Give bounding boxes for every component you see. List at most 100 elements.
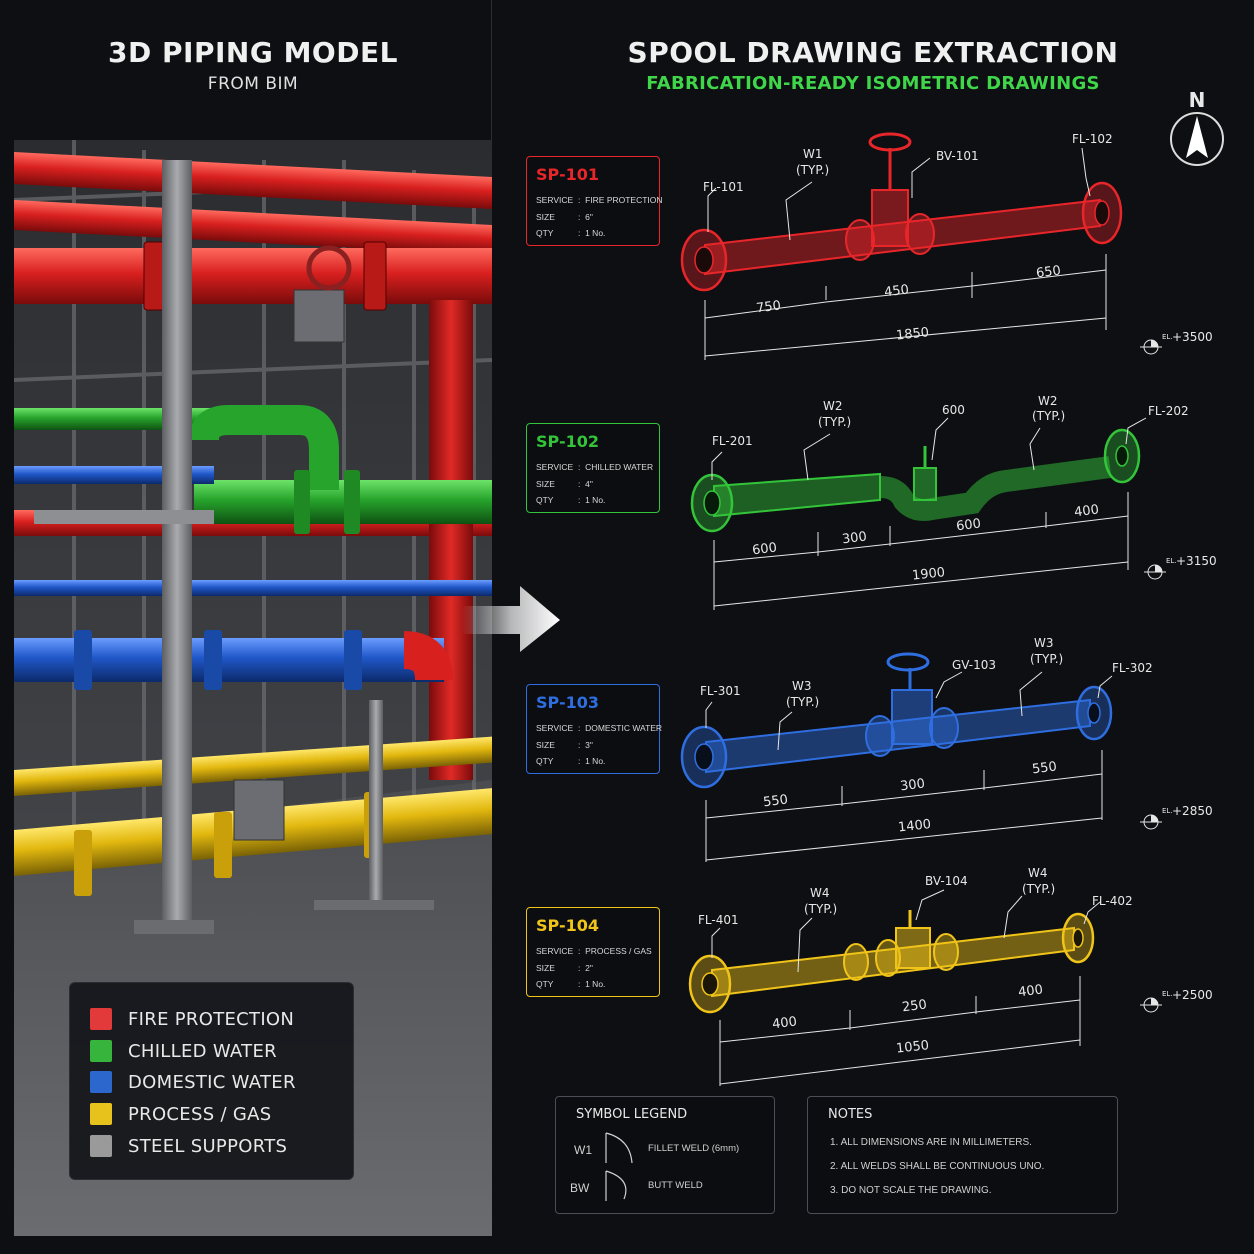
- field-label: SERVICE: [536, 946, 574, 956]
- spool-card-sp-104: SP-104 SERVICE: PROCESS / GAS SIZE: 2" Q…: [526, 907, 660, 997]
- right-header: SPOOL DRAWING EXTRACTION FABRICATION-REA…: [492, 0, 1254, 120]
- elevation-prefix: EL.: [1166, 557, 1177, 565]
- legend-swatch: [90, 1135, 112, 1157]
- label-flange-start: FL-101: [703, 180, 744, 194]
- spool-service: SERVICE: CHILLED WATER: [536, 462, 654, 472]
- symbol-code: BW: [570, 1181, 590, 1195]
- dim-total: 1900: [911, 565, 945, 583]
- compass-label: N: [1188, 88, 1206, 112]
- symbol-desc: BUTT WELD: [648, 1180, 703, 1191]
- spool-service: SERVICE: PROCESS / GAS: [536, 946, 652, 956]
- label-valve: 600: [942, 403, 965, 417]
- label-weld-note: (TYP.): [796, 163, 829, 177]
- label-weld: W3: [1034, 636, 1054, 650]
- spool-size: SIZE: 2": [536, 963, 593, 973]
- label-weld-note: (TYP.): [1032, 409, 1065, 423]
- spool-id: SP-101: [536, 165, 600, 184]
- left-title: 3D PIPING MODEL: [108, 36, 398, 69]
- spool-drawing-sp-101: [680, 132, 1123, 360]
- field-value: FIRE PROTECTION: [585, 195, 663, 205]
- spool-id: SP-103: [536, 693, 600, 712]
- field-value: CHILLED WATER: [585, 462, 654, 472]
- field-label: QTY: [536, 979, 554, 989]
- label-valve: GV-103: [952, 658, 996, 672]
- spool-drawing-sp-102: [690, 417, 1147, 610]
- label-valve: BV-104: [925, 874, 968, 888]
- field-value: PROCESS / GAS: [585, 946, 652, 956]
- spool-size: SIZE: 6": [536, 212, 593, 222]
- label-weld-note: (TYP.): [786, 695, 819, 709]
- dim-segment: 600: [751, 540, 777, 558]
- field-value: 3": [585, 740, 593, 750]
- label-flange-end: FL-102: [1072, 132, 1113, 146]
- label-weld: W3: [792, 679, 812, 693]
- label-weld-note: (TYP.): [804, 902, 837, 916]
- label-weld: W1: [803, 147, 823, 161]
- right-title: SPOOL DRAWING EXTRACTION: [627, 36, 1119, 69]
- symbol-code: W1: [574, 1143, 592, 1157]
- field-label: QTY: [536, 756, 554, 766]
- dim-segment: 400: [1017, 982, 1043, 1000]
- dim-segment: 300: [841, 529, 867, 547]
- spool-drawing-sp-103: [680, 652, 1113, 862]
- legend-swatch: [90, 1040, 112, 1062]
- label-weld: W2: [1038, 394, 1058, 408]
- field-value: 6": [585, 212, 593, 222]
- spool-service: SERVICE: DOMESTIC WATER: [536, 723, 663, 733]
- right-subtitle: FABRICATION-READY ISOMETRIC DRAWINGS: [646, 73, 1100, 94]
- symbol-legend-box: SYMBOL LEGEND W1 FILLET WELD (6mm) BW BU…: [555, 1096, 775, 1214]
- spool-id: SP-104: [536, 916, 600, 935]
- dim-segment: 300: [899, 776, 925, 794]
- elevation-value: +3150: [1176, 554, 1217, 568]
- elevation-prefix: EL.: [1162, 990, 1173, 998]
- service-color-legend: FIRE PROTECTION CHILLED WATER DOMESTIC W…: [69, 982, 354, 1180]
- label-weld-note: (TYP.): [818, 415, 851, 429]
- dim-segment: 650: [1035, 263, 1061, 281]
- notes-box: NOTES 1. ALL DIMENSIONS ARE IN MILLIMETE…: [807, 1096, 1118, 1214]
- field-label: SIZE: [536, 479, 555, 489]
- field-value: 1 No.: [585, 979, 606, 989]
- dim-segment: 550: [1031, 759, 1057, 777]
- field-label: SIZE: [536, 212, 555, 222]
- label-weld: W2: [823, 399, 843, 413]
- field-label: SERVICE: [536, 462, 574, 472]
- legend-label: CHILLED WATER: [128, 1040, 277, 1062]
- dim-segment: 600: [955, 516, 981, 534]
- label-weld: W4: [1028, 866, 1048, 880]
- legend-item: CHILLED WATER: [90, 1039, 277, 1063]
- note-item: 1. ALL DIMENSIONS ARE IN MILLIMETERS.: [830, 1137, 1032, 1148]
- dim-segment: 250: [901, 997, 927, 1015]
- legend-item: FIRE PROTECTION: [90, 1007, 294, 1031]
- fillet-weld-icon: [605, 1132, 633, 1164]
- label-flange-start: FL-401: [698, 913, 739, 927]
- spool-size: SIZE: 4": [536, 479, 593, 489]
- elevation-prefix: EL.: [1162, 333, 1173, 341]
- legend-label: PROCESS / GAS: [128, 1103, 272, 1125]
- spool-id: SP-102: [536, 432, 600, 451]
- dim-segment: 400: [771, 1014, 797, 1032]
- right-arrow-icon: [462, 586, 560, 652]
- field-value: 1 No.: [585, 756, 606, 766]
- field-value: 1 No.: [585, 495, 606, 505]
- legend-label: STEEL SUPPORTS: [128, 1135, 288, 1157]
- left-header: 3D PIPING MODEL FROM BIM: [14, 0, 492, 140]
- spool-qty: QTY: 1 No.: [536, 228, 606, 238]
- spool-qty: QTY: 1 No.: [536, 495, 606, 505]
- label-weld: W4: [810, 886, 830, 900]
- bim-model-render: [13, 140, 493, 1236]
- label-flange-start: FL-201: [712, 434, 753, 448]
- legend-label: FIRE PROTECTION: [128, 1008, 295, 1030]
- dim-total: 1400: [897, 817, 931, 835]
- field-value: 1 No.: [585, 228, 606, 238]
- dim-total: 1050: [895, 1038, 929, 1056]
- label-weld-note: (TYP.): [1030, 652, 1063, 666]
- field-label: SIZE: [536, 963, 555, 973]
- field-label: SIZE: [536, 740, 555, 750]
- notes-title: NOTES: [828, 1107, 873, 1122]
- dim-segment: 550: [762, 792, 788, 810]
- spool-qty: QTY: 1 No.: [536, 979, 606, 989]
- elevation-markers: [1140, 339, 1166, 1013]
- legend-item: STEEL SUPPORTS: [90, 1134, 287, 1158]
- note-item: 2. ALL WELDS SHALL BE CONTINUOUS UNO.: [830, 1161, 1045, 1172]
